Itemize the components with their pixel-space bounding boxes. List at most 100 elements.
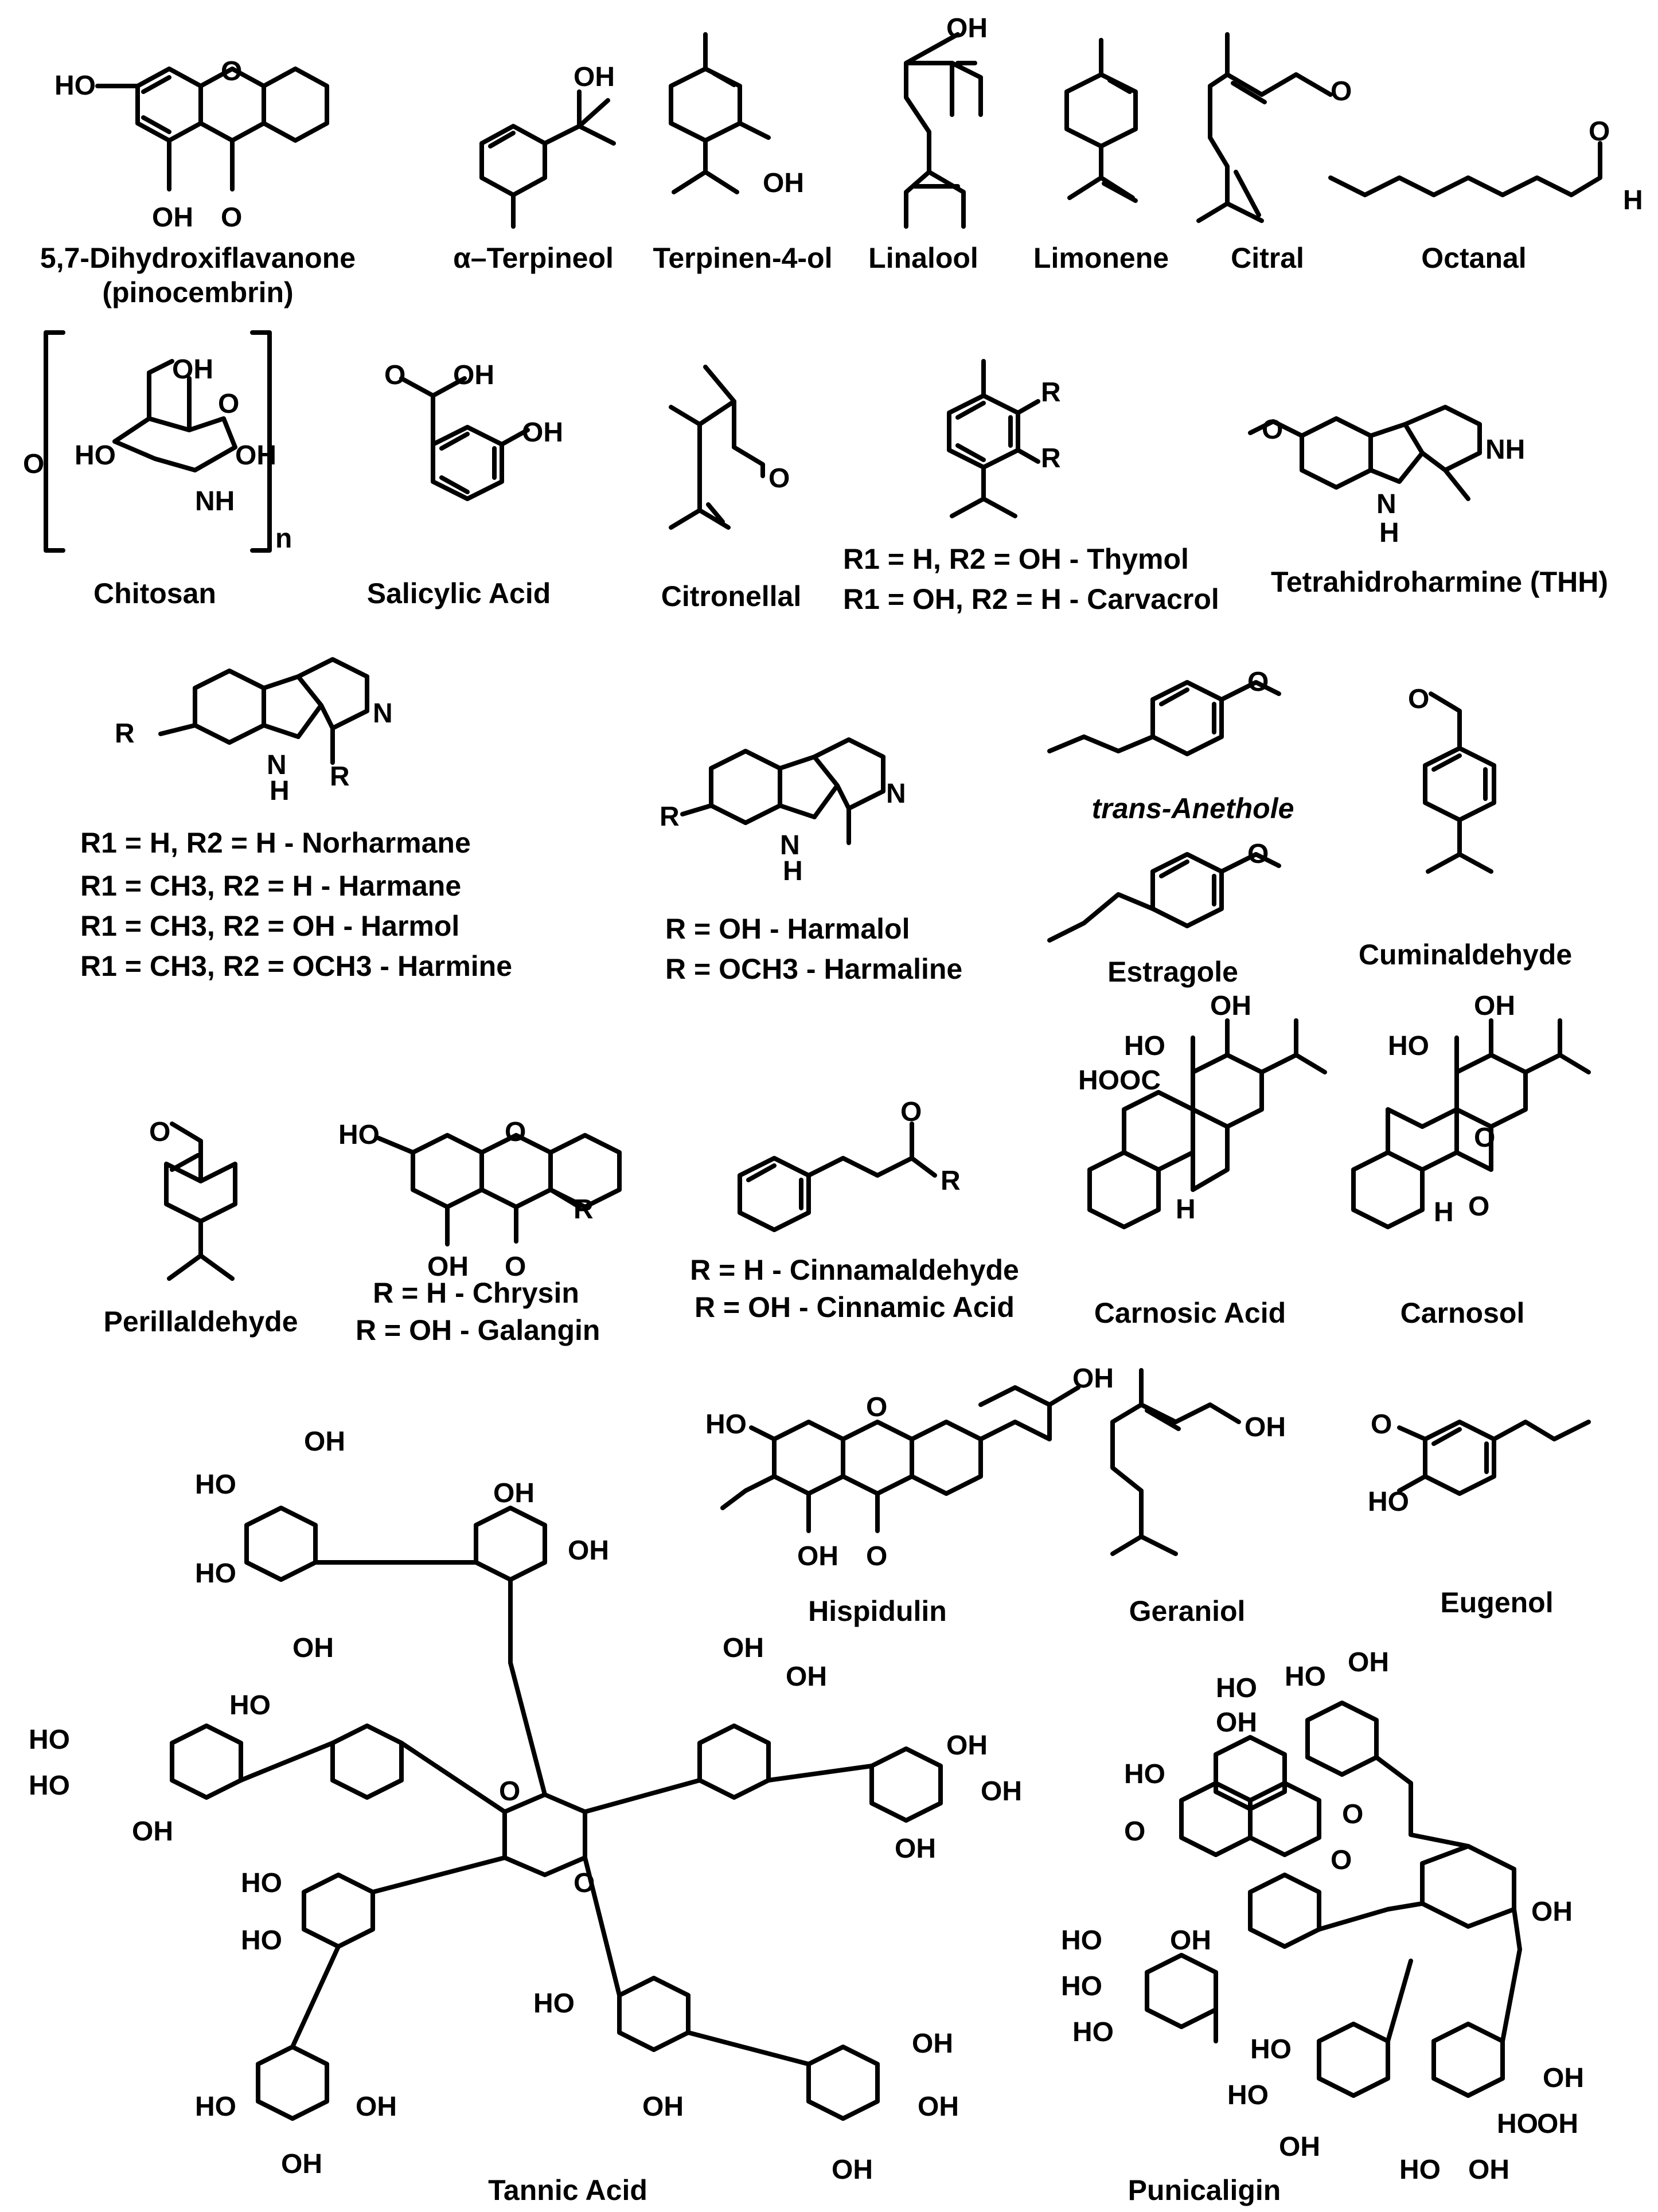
label-punicalagin: Punicaligin <box>1128 2174 1281 2206</box>
svg-text:HO: HO <box>29 1725 70 1755</box>
svg-text:HO: HO <box>75 440 116 471</box>
cuminaldehyde-structure: O <box>1408 684 1496 874</box>
label-geraniol: Geraniol <box>1129 1595 1246 1627</box>
svg-text:HO: HO <box>29 1771 70 1801</box>
svg-text:N: N <box>780 830 800 861</box>
svg-text:HO: HO <box>1388 1031 1429 1061</box>
svg-text:O: O <box>1247 839 1269 869</box>
citral-structure: O <box>1196 32 1352 223</box>
thymol-carvacrol-structure: R R <box>947 359 1061 518</box>
svg-text:OH: OH <box>1072 1363 1114 1394</box>
svg-text:O: O <box>149 1117 170 1147</box>
svg-text:OH: OH <box>493 1478 535 1508</box>
svg-text:HO: HO <box>195 2092 236 2122</box>
svg-text:OH: OH <box>1537 2109 1578 2139</box>
label-thymol: R1 = H, R2 = OH - Thymol <box>843 543 1189 575</box>
svg-text:R: R <box>330 761 350 792</box>
svg-text:NH: NH <box>1485 435 1525 465</box>
svg-text:H: H <box>1623 185 1643 216</box>
svg-text:HO: HO <box>1497 2109 1538 2139</box>
svg-text:OH: OH <box>132 1816 173 1847</box>
svg-text:R: R <box>1041 377 1061 408</box>
svg-text:R: R <box>1041 443 1061 474</box>
label-tannic-acid: Tannic Acid <box>488 2174 647 2206</box>
cinnamoyl-structure: O R <box>738 1097 961 1232</box>
svg-text:N: N <box>1376 489 1396 519</box>
svg-text:HO: HO <box>1124 1031 1165 1061</box>
svg-text:OH: OH <box>1245 1412 1286 1443</box>
label-norharmane: R1 = H, R2 = H - Norharmane <box>80 827 471 859</box>
svg-text:O: O <box>1371 1409 1392 1440</box>
svg-text:OH: OH <box>895 1834 936 1864</box>
svg-text:OH: OH <box>918 2092 959 2122</box>
svg-text:HO: HO <box>533 1988 575 2019</box>
svg-text:HO: HO <box>705 1409 747 1440</box>
geraniol-structure: OH <box>1110 1368 1286 1556</box>
label-eugenol: Eugenol <box>1440 1586 1554 1619</box>
svg-text:O: O <box>1124 1816 1145 1847</box>
svg-text:O: O <box>1331 1845 1352 1875</box>
svg-text:O: O <box>384 360 405 390</box>
svg-text:O: O <box>1342 1799 1363 1830</box>
svg-text:R: R <box>941 1166 961 1196</box>
svg-text:O: O <box>866 1541 887 1572</box>
svg-text:HOOC: HOOC <box>1078 1065 1161 1096</box>
svg-text:OH: OH <box>1474 991 1515 1021</box>
svg-text:OH: OH <box>832 2155 873 2185</box>
svg-text:OH: OH <box>453 360 494 390</box>
svg-text:OH: OH <box>292 1633 334 1663</box>
svg-text:OH: OH <box>763 168 804 198</box>
chitosan-structure: OH O O HO OH NH n <box>23 330 292 554</box>
label-salicylic-acid: Salicylic Acid <box>366 577 551 609</box>
svg-text:HO: HO <box>338 1120 380 1150</box>
hispidulin-structure: HO O OH O OH <box>705 1363 1114 1572</box>
svg-text:O: O <box>1247 667 1269 697</box>
svg-text:R: R <box>115 718 135 749</box>
svg-text:OH: OH <box>235 440 276 471</box>
label-octanal: Octanal <box>1421 242 1527 274</box>
label-limonene: Limonene <box>1033 242 1169 274</box>
label-perillaldehyde: Perillaldehyde <box>103 1306 298 1338</box>
svg-text:O: O <box>900 1097 922 1127</box>
svg-text:O: O <box>1468 1191 1489 1222</box>
label-citronellal: Citronellal <box>661 580 802 612</box>
svg-text:O: O <box>1331 76 1352 107</box>
svg-text:OH: OH <box>568 1535 609 1566</box>
carnosic-acid-structure: OH HO HOOC H <box>1078 991 1327 1229</box>
terpinen-4-ol-structure: OH <box>669 32 804 198</box>
label-estragole: Estragole <box>1107 956 1238 988</box>
svg-text:H: H <box>270 776 290 806</box>
svg-text:OH: OH <box>356 2092 397 2122</box>
label-harmane: R1 = CH3, R2 = H - Harmane <box>80 870 462 902</box>
svg-text:OH: OH <box>427 1252 469 1282</box>
label-chrysin: R = H - Chrysin <box>373 1277 579 1309</box>
svg-text:O: O <box>1262 415 1283 445</box>
label-harmalol: R = OH - Harmalol <box>665 913 910 945</box>
svg-text:HO: HO <box>1124 1759 1165 1789</box>
svg-text:HO: HO <box>195 1470 236 1500</box>
label-chitosan: Chitosan <box>93 577 216 609</box>
svg-text:O: O <box>221 202 242 233</box>
svg-text:NH: NH <box>195 486 235 517</box>
chrysin-galangin-structure: HO O OH O R <box>338 1117 622 1282</box>
svg-text:H: H <box>1176 1194 1196 1225</box>
svg-text:OH: OH <box>1531 1897 1573 1927</box>
perillaldehyde-structure: O <box>149 1117 237 1281</box>
svg-text:OH: OH <box>1468 2155 1509 2185</box>
label-alpha-terpineol: α–Terpineol <box>453 242 614 274</box>
svg-text:HO: HO <box>1061 1925 1102 1956</box>
label-terpinen-4-ol: Terpinen-4-ol <box>653 242 833 274</box>
svg-text:O: O <box>574 1868 595 1898</box>
punicalagin-structure: HO OH HO OH HO O O O OH HO HO HO OH HO H… <box>1061 1647 1584 2185</box>
label-harmol: R1 = CH3, R2 = OH - Harmol <box>80 910 460 942</box>
svg-text:H: H <box>783 856 803 886</box>
svg-text:OH: OH <box>642 2092 684 2122</box>
label-cuminaldehyde: Cuminaldehyde <box>1358 939 1573 971</box>
label-harmine: R1 = CH3, R2 = OCH3 - Harmine <box>80 950 513 982</box>
svg-text:OH: OH <box>1216 1707 1257 1738</box>
limonene-structure <box>1064 38 1138 203</box>
svg-text:H: H <box>1434 1197 1454 1228</box>
svg-text:O: O <box>1589 116 1610 147</box>
svg-text:HO: HO <box>1061 1971 1102 2002</box>
svg-text:OH: OH <box>786 1662 827 1692</box>
